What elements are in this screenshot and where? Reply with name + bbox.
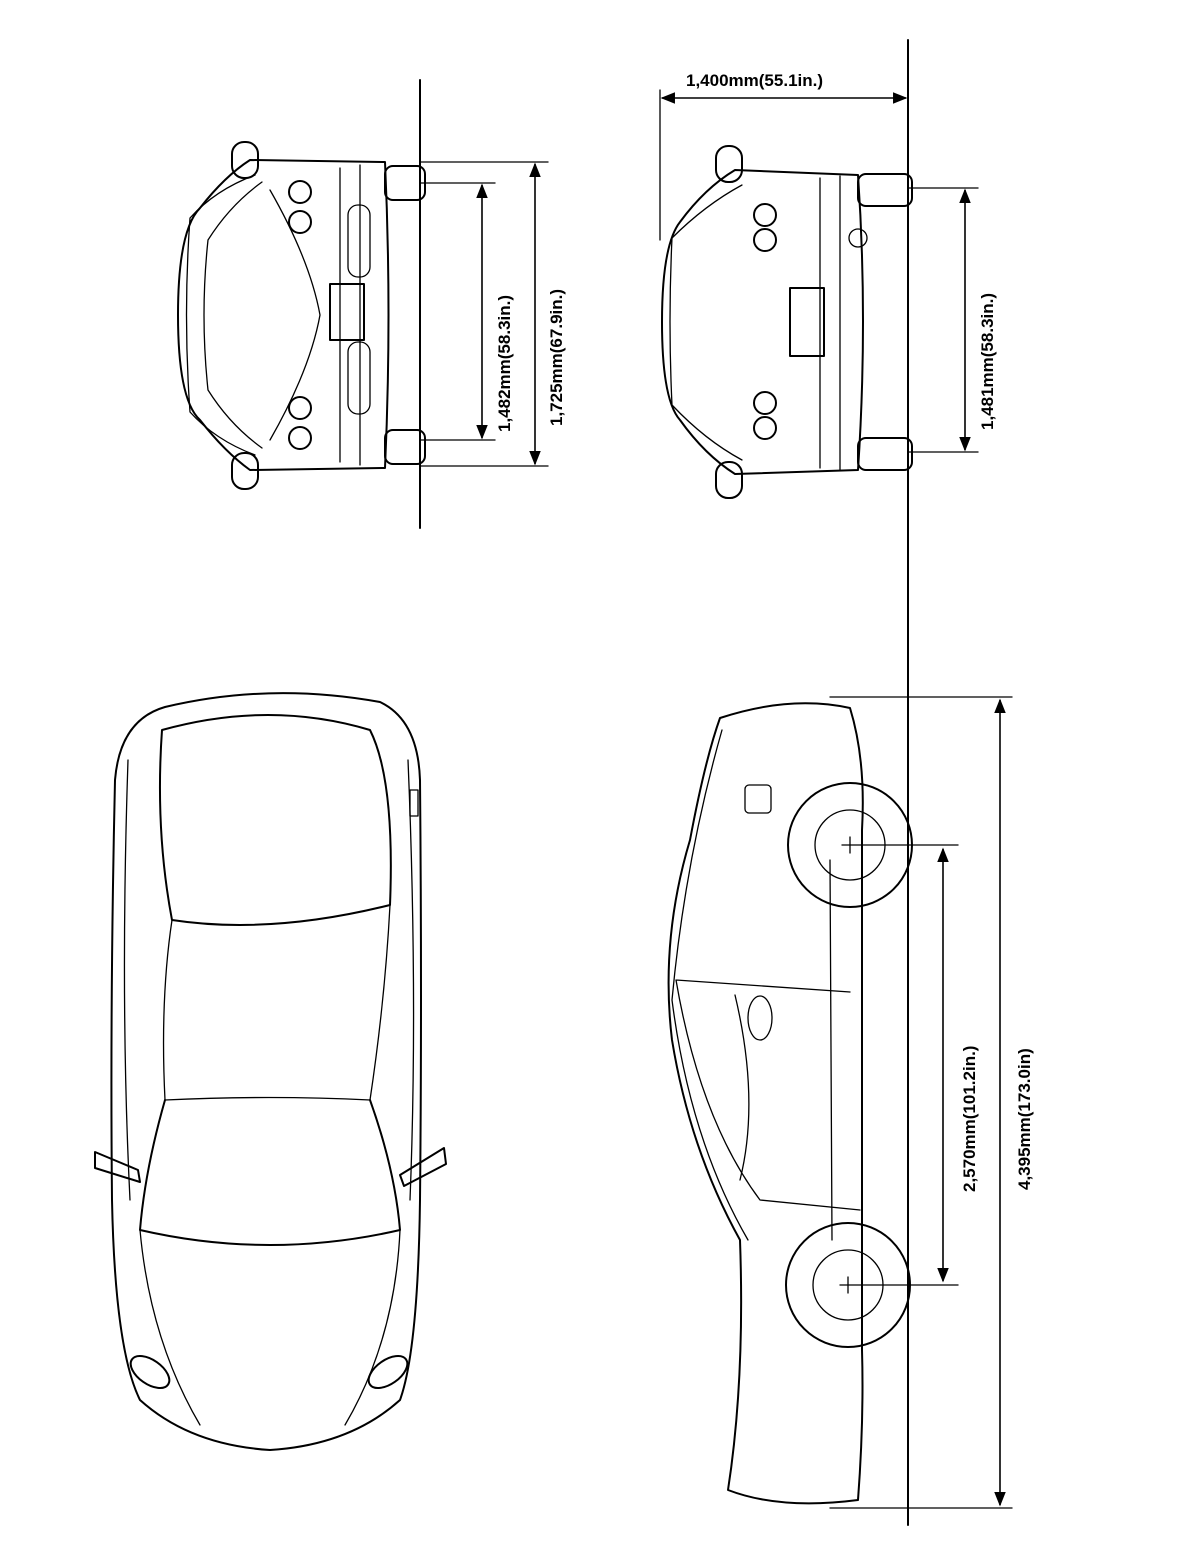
rear-tire-right xyxy=(857,437,913,471)
front-view: 1,482mm(58.3in.) 1,725mm(67.9in.) xyxy=(177,79,566,529)
top-side-lines xyxy=(123,759,415,1201)
top-headlight xyxy=(129,1355,171,1389)
top-headlight xyxy=(367,1355,409,1389)
fuel-door xyxy=(409,789,419,817)
rear-license-plate xyxy=(789,287,825,357)
rear-window xyxy=(669,184,743,461)
door-handle xyxy=(747,995,773,1041)
wheelbase-label: 2,570mm(101.2in.) xyxy=(960,1046,979,1192)
front-windshield xyxy=(185,174,256,456)
overall-height-label: 1,400mm(55.1in.) xyxy=(686,71,823,90)
front-roof-line xyxy=(203,181,263,449)
top-hood-lines xyxy=(139,1229,401,1426)
side-view: 2,570mm(101.2in.) 4,395mm(173.0in) xyxy=(667,696,1034,1509)
fuel-door-side xyxy=(744,784,772,814)
side-rocker xyxy=(829,859,833,1241)
tail-light xyxy=(753,228,777,252)
front-body-outline xyxy=(177,159,390,471)
front-headlight xyxy=(288,426,312,450)
tail-light xyxy=(753,203,777,227)
front-license-plate xyxy=(329,283,365,341)
top-view xyxy=(94,692,447,1451)
front-hood-line xyxy=(269,189,321,441)
exhaust-icon xyxy=(848,228,868,248)
overall-width-label: 1,725mm(67.9in.) xyxy=(547,289,566,426)
front-headlight xyxy=(288,210,312,234)
side-body-outline xyxy=(667,702,864,1505)
front-headlight xyxy=(288,396,312,420)
side-b-pillar xyxy=(734,994,750,1181)
side-roofline xyxy=(671,729,749,1241)
front-tire-right xyxy=(384,429,426,465)
top-rear-window xyxy=(158,714,392,926)
top-roof xyxy=(162,904,391,1101)
rear-bumper xyxy=(819,175,841,471)
front-bumper xyxy=(339,164,361,466)
front-mirror-right xyxy=(231,452,259,490)
top-mirror-left xyxy=(94,1151,141,1183)
rear-tire-left xyxy=(857,173,913,207)
front-mirror-left xyxy=(231,141,259,179)
tail-light xyxy=(753,416,777,440)
rear-track-label: 1,481mm(58.3in.) xyxy=(978,293,997,430)
top-mirror-right xyxy=(399,1147,447,1187)
top-windshield xyxy=(139,1099,401,1246)
front-air-intake xyxy=(347,341,371,415)
front-headlight xyxy=(288,180,312,204)
rear-view: 1,400mm(55.1in.) 1,481mm(58.3in.) xyxy=(659,39,997,1526)
side-window xyxy=(675,979,861,1211)
front-track-label: 1,482mm(58.3in.) xyxy=(495,295,514,432)
front-air-intake xyxy=(347,204,371,278)
overall-length-label: 4,395mm(173.0in) xyxy=(1015,1048,1034,1190)
rear-mirror-right xyxy=(715,461,743,499)
rear-mirror-left xyxy=(715,145,743,183)
tail-light xyxy=(753,391,777,415)
rear-body-outline xyxy=(661,169,864,475)
top-body-outline xyxy=(110,692,422,1451)
